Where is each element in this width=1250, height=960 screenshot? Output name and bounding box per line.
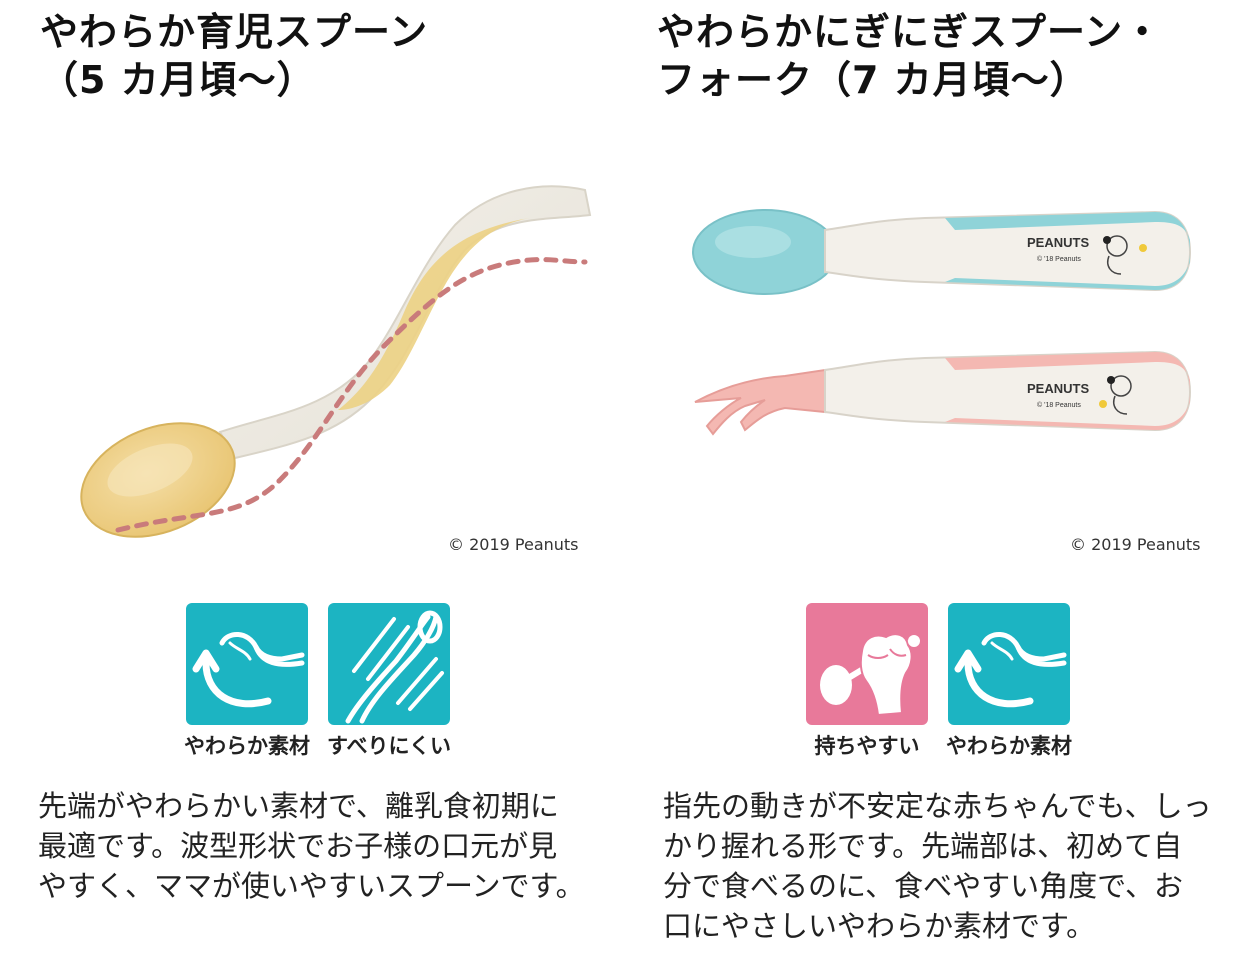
soft-material-icon bbox=[948, 603, 1070, 725]
spoon-brand-sub: © '18 Peanuts bbox=[1037, 255, 1081, 263]
pink-fork-image: PEANUTS © '18 Peanuts bbox=[694, 350, 1192, 436]
left-copyright: © 2019 Peanuts bbox=[448, 535, 579, 554]
fork-brand-sub: © '18 Peanuts bbox=[1037, 401, 1081, 409]
left-product-panel: やわらか育児スプーン （5 カ月頃〜） © 2019 Peanuts bbox=[0, 0, 610, 960]
soft-material-icon bbox=[186, 603, 308, 725]
left-title-line1: やわらか育児スプーン bbox=[40, 10, 429, 54]
left-product-description: 先端がやわらかい素材で、離乳食初期に 最適です。波型形状でお子様の口元が見 やす… bbox=[38, 789, 585, 903]
easy-grip-icon bbox=[806, 603, 928, 725]
soft-baby-spoon-image bbox=[80, 185, 592, 538]
spoon-brand-text: PEANUTS bbox=[1027, 235, 1089, 250]
fork-brand-text: PEANUTS bbox=[1027, 381, 1089, 396]
right-copyright: © 2019 Peanuts bbox=[1070, 535, 1201, 554]
left-product-title: やわらか育児スプーン （5 カ月頃〜） bbox=[40, 8, 428, 104]
icon-label-soft-material: やわらか素材 bbox=[184, 734, 310, 758]
non-slip-icon bbox=[328, 603, 450, 725]
left-title-line2: （5 カ月頃〜） bbox=[40, 58, 316, 102]
spoon-fork-set-image: PEANUTS © '18 Peanuts PEANUTS © '18 Pean… bbox=[692, 209, 1192, 436]
right-product-title: やわらかにぎにぎスプーン・ フォーク（7 カ月頃〜） bbox=[657, 8, 1162, 104]
right-title-line2: フォーク（7 カ月頃〜） bbox=[657, 58, 1089, 102]
icon-label-soft-material: やわらか素材 bbox=[946, 734, 1072, 758]
icon-label-easy-grip: 持ちやすい bbox=[814, 734, 920, 758]
right-title-line1: やわらかにぎにぎスプーン・ bbox=[657, 10, 1163, 54]
blue-spoon-image: PEANUTS © '18 Peanuts bbox=[692, 209, 1192, 295]
right-product-panel: やわらかにぎにぎスプーン・ フォーク（7 カ月頃〜） PEANUTS © '18… bbox=[625, 0, 1235, 960]
icon-label-non-slip: すべりにくい bbox=[326, 734, 452, 758]
right-product-description: 指先の動きが不安定な赤ちゃんでも、しっ かり握れる形です。先端部は、初めて自 分… bbox=[663, 789, 1212, 943]
